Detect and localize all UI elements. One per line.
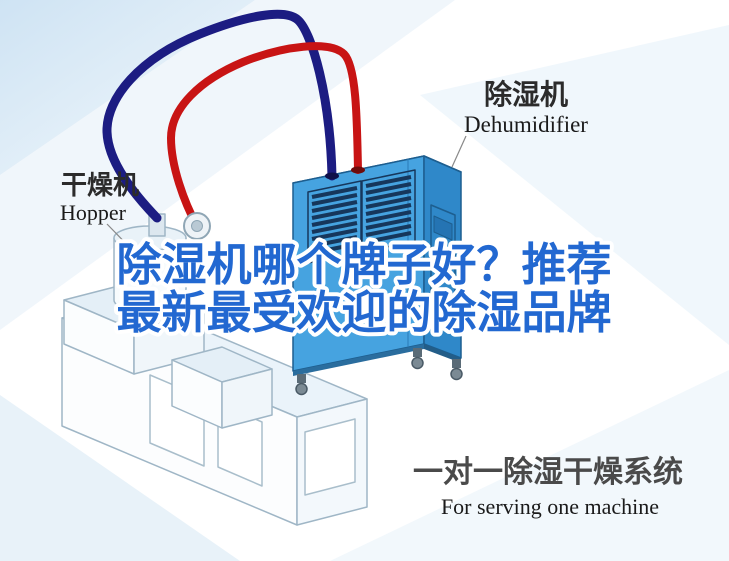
hopper-cylinder-body bbox=[113, 237, 187, 313]
hopper-label-cn: 干燥机 bbox=[61, 171, 139, 201]
caster-leg bbox=[452, 359, 461, 368]
pipe-collar-blue bbox=[325, 172, 339, 180]
dehumidifier-unit bbox=[292, 155, 463, 396]
hopper-leader-line bbox=[106, 223, 140, 258]
caster-wheel bbox=[450, 367, 463, 381]
caption-en: For serving one machine bbox=[441, 494, 659, 519]
return-air-pipe-blue bbox=[102, 9, 337, 223]
dehumidifier-side-vent bbox=[433, 215, 453, 241]
machine-mid-cabinet-side bbox=[221, 368, 273, 429]
hopper-label-en: Hopper bbox=[60, 200, 127, 225]
pipe-collar-red bbox=[351, 166, 365, 174]
caster-wheel bbox=[411, 356, 424, 370]
machine-end-panel bbox=[304, 418, 356, 496]
vent-frame-left bbox=[307, 180, 362, 264]
caster-leg bbox=[413, 348, 422, 357]
vent-grille-left bbox=[311, 186, 358, 255]
vent-grille-right bbox=[365, 175, 412, 244]
dehumidifier-casters bbox=[295, 348, 463, 396]
background-band bbox=[420, 25, 729, 345]
dehumidifier-side-door bbox=[430, 204, 456, 331]
dehumidifier-label-en: Dehumidifier bbox=[464, 112, 588, 137]
caption-cn: 一对一除湿干燥系统 bbox=[413, 455, 683, 490]
pipe-fitting-hub bbox=[191, 220, 203, 232]
dehumidifier-label-cn: 除湿机 bbox=[484, 78, 568, 111]
caster-leg bbox=[297, 374, 306, 383]
background-band bbox=[330, 370, 729, 561]
dehumidifier-base-side bbox=[424, 344, 461, 363]
vent-frame-right bbox=[361, 169, 416, 253]
dehumidifier-base-front bbox=[293, 344, 424, 376]
headline-line2: 最新最受欢迎的除湿品牌 bbox=[116, 286, 611, 339]
dehumidifier-leader-line bbox=[451, 135, 467, 168]
hot-air-pipe-red bbox=[166, 42, 362, 230]
background-band bbox=[0, 395, 240, 561]
hopper-machine bbox=[61, 213, 368, 526]
dehumidifier-door-handle bbox=[448, 262, 452, 276]
air-pipes bbox=[102, 9, 365, 240]
caster-wheel bbox=[295, 382, 308, 396]
headline-line1: 除湿机哪个牌子好？推荐 bbox=[116, 238, 611, 291]
